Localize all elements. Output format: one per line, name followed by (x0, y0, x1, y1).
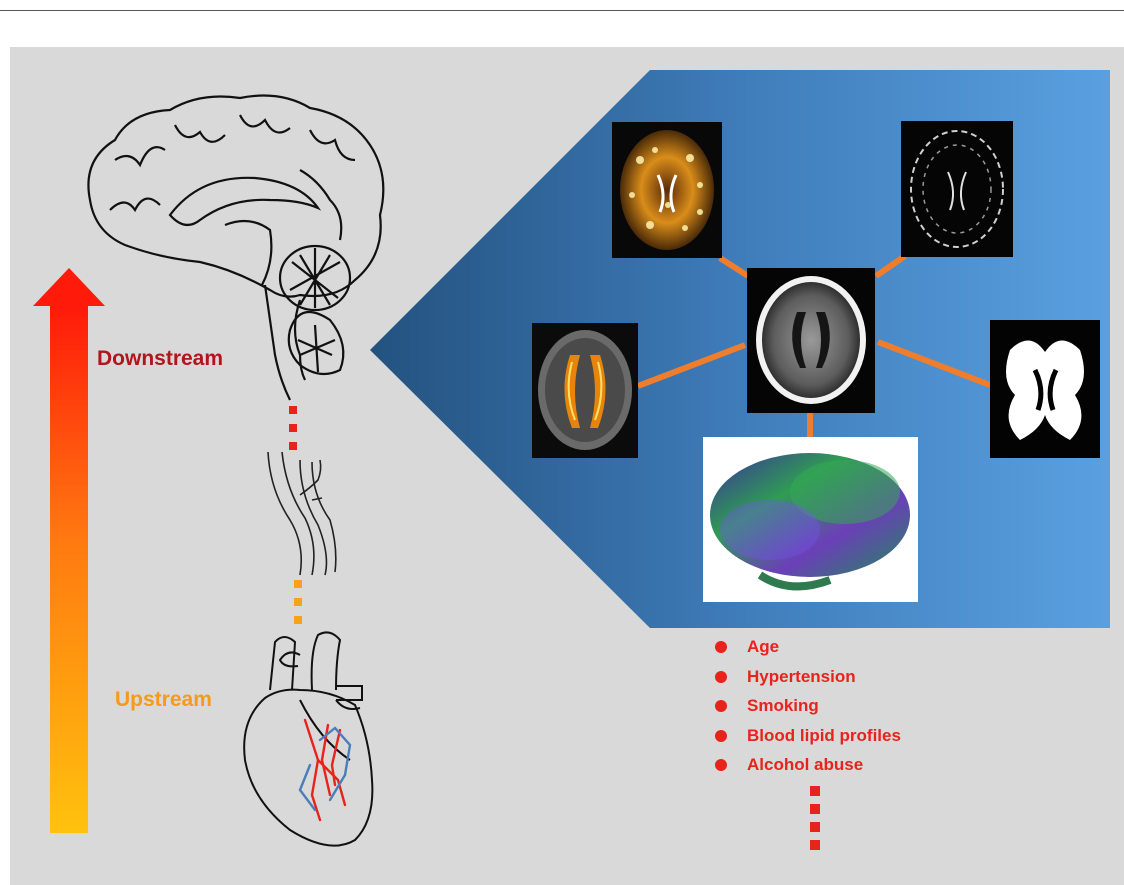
connector-dashes-top (289, 406, 297, 450)
perfusion-scan-image (612, 122, 722, 258)
tractography-image (703, 437, 918, 602)
risk-factor-item: Blood lipid profiles (715, 724, 901, 754)
risk-factor-item: Smoking (715, 694, 901, 724)
flair-wmh-scan-image (532, 323, 638, 458)
gray-matter-scan-image (901, 121, 1013, 257)
upstream-label: Upstream (115, 688, 212, 712)
ct-scan-image (747, 268, 875, 413)
heart-icon (244, 632, 372, 845)
gradient-arrow-icon (33, 268, 105, 833)
risk-factor-item: Age (715, 635, 901, 665)
risk-factor-list: Age Hypertension Smoking Blood lipid pro… (715, 635, 901, 783)
downstream-label: Downstream (97, 347, 223, 371)
coronary-vessels (300, 720, 350, 820)
connector-dashes-bottom (294, 580, 302, 624)
vessel-icon (268, 452, 336, 575)
white-matter-mask-image (990, 320, 1100, 458)
risk-factor-item: Hypertension (715, 665, 901, 695)
risk-factor-item: Alcohol abuse (715, 753, 901, 783)
continuation-dashes (810, 786, 820, 850)
